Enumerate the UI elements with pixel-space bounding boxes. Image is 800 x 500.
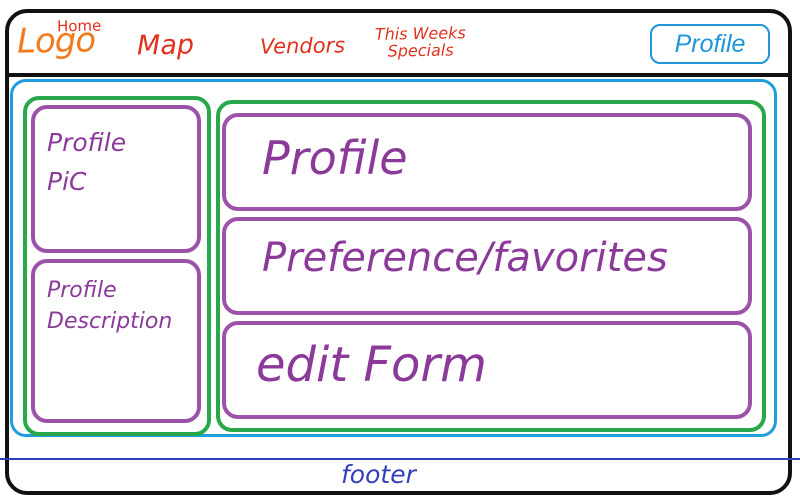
preferences-section-label: Preference/favorites	[262, 235, 668, 281]
content-column	[216, 100, 766, 432]
sidebar-column	[23, 96, 211, 436]
edit-form-label: edit Form	[256, 337, 487, 393]
main-container	[10, 79, 777, 437]
profile-description-label: Profile Description	[47, 278, 173, 334]
header-divider	[9, 73, 788, 77]
profile-description-panel: Profile Description	[31, 259, 201, 423]
nav-home-link[interactable]: Home	[56, 16, 102, 36]
preferences-section: Preference/favorites	[222, 217, 752, 315]
footer-divider	[0, 458, 800, 460]
nav-specials-link[interactable]: This Weeks Specials	[374, 23, 466, 61]
profile-button[interactable]: Profile	[650, 24, 770, 64]
nav-map-link[interactable]: Map	[136, 29, 195, 62]
nav-vendors-link[interactable]: Vendors	[259, 33, 346, 59]
wireframe-frame: Logo Home Map Vendors This Weeks Special…	[5, 9, 792, 495]
profile-section-label: Profile	[262, 131, 408, 185]
profile-pic-label: Profile PiC	[47, 128, 127, 196]
edit-form-section[interactable]: edit Form	[222, 321, 752, 419]
footer-label: footer	[341, 460, 416, 489]
profile-pic-panel: Profile PiC	[31, 105, 201, 253]
profile-section: Profile	[222, 113, 752, 211]
